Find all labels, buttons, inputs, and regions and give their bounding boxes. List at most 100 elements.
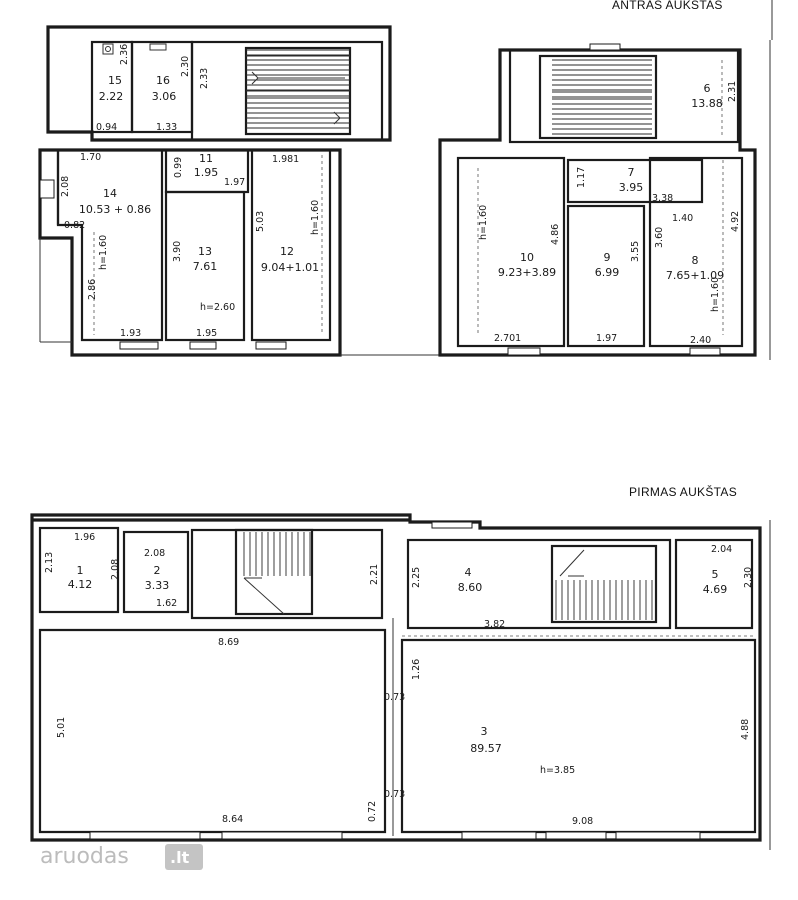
dimension-label: 4.92 [730, 211, 741, 232]
dimension-label: 4.86 [550, 224, 561, 245]
dimension-label: h=1.60 [478, 205, 489, 240]
room-number: 4 [465, 566, 472, 579]
dimension-label: 3.55 [630, 241, 641, 262]
toilet-bowl-icon [105, 46, 111, 52]
room-area: 3.33 [145, 579, 170, 592]
room-area: 6.99 [595, 266, 620, 279]
upper-floor-title: ANTRAS AUKŠTAS [612, 0, 723, 12]
dimension-label: 2.13 [44, 552, 55, 573]
room-14-walls [56, 150, 164, 342]
dimension-label: h=1.60 [98, 235, 109, 270]
dimension-label: 1.97 [596, 333, 617, 344]
window-icon [507, 347, 541, 356]
dimension-label: 2.25 [411, 567, 422, 588]
room-number: 6 [704, 82, 711, 95]
dimension-label: 1.70 [80, 152, 101, 163]
room-area: 3.95 [619, 181, 644, 194]
upper-dimensions: 2.36 2.30 2.33 0.94 1.33 2.31 1.70 0.99 … [60, 44, 741, 346]
room-number: 14 [103, 187, 117, 200]
upper-left-block [38, 25, 440, 357]
window-icon [589, 43, 621, 51]
lower-dimensions: 1.96 2.13 2.08 2.08 1.62 2.21 2.25 2.04 … [44, 532, 754, 827]
lower-room-labels: 1 4.12 2 3.33 4 8.60 5 4.69 3 89.57 [68, 564, 728, 755]
window-icon [615, 831, 701, 840]
stair-arrow-icon [243, 577, 285, 615]
watermark-suffix: .lt [170, 848, 190, 867]
dimension-label: 0.94 [96, 122, 117, 133]
dimension-label: 2.30 [743, 567, 754, 588]
lower-stair-right-treads [555, 580, 653, 620]
lower-stair-left-walls [190, 528, 384, 620]
watermark-brand: aruodas [40, 844, 129, 869]
upper-stair-left [246, 55, 350, 97]
room-number: 11 [199, 152, 213, 165]
room-area: 8.60 [458, 581, 483, 594]
upper-room-labels: 15 2.22 16 3.06 6 13.88 14 10.53 + 0.86 … [79, 74, 724, 282]
lower-floor-outline [30, 513, 762, 842]
stair-arrow-icon [258, 111, 342, 125]
room-number: 3 [481, 725, 488, 738]
room-number: 1 [77, 564, 84, 577]
dimension-label: 3.38 [652, 193, 673, 204]
dimension-label: 2.30 [180, 56, 191, 77]
room-10-walls [456, 156, 566, 348]
dimension-label: 2.31 [727, 81, 738, 102]
window-icon [431, 521, 473, 529]
room-3-walls [400, 638, 757, 834]
dimension-label: 2.36 [119, 44, 130, 65]
room-2-walls [122, 530, 190, 614]
dimension-label: h=1.60 [710, 277, 721, 312]
dimension-label: 2.08 [110, 559, 121, 580]
room-number: 5 [712, 568, 719, 581]
watermark-logo: aruodas .lt [40, 844, 203, 870]
lower-floor-title: PIRMAS AUKŠTAS [629, 484, 737, 499]
dimension-label: 8.69 [218, 637, 239, 648]
dimension-label: 3.90 [172, 241, 183, 262]
room-area: 7.61 [193, 260, 218, 273]
room-area: 9.04+1.01 [261, 261, 319, 274]
upper-stair-right-walls [538, 54, 658, 140]
room-number: 8 [692, 254, 699, 267]
dimension-label: 1.62 [156, 598, 177, 609]
upper-right-outline [438, 48, 757, 357]
dimension-label: 4.88 [740, 719, 751, 740]
dimension-label: 3.82 [484, 619, 505, 630]
upper-stair-right-treads [552, 59, 652, 135]
upper-right-top-walls [508, 48, 740, 144]
dimension-label: h=1.60 [310, 200, 321, 235]
upper-stair-hall-walls [190, 40, 384, 142]
room-area: 89.57 [470, 742, 502, 755]
left-hall-walls [38, 628, 387, 834]
room-area: 9.23+3.89 [498, 266, 556, 279]
room-number: 7 [628, 166, 635, 179]
room-area: 3.06 [152, 90, 177, 103]
dimension-label: 1.95 [196, 328, 217, 339]
room-number: 13 [198, 245, 212, 258]
dimension-label: 5.03 [255, 211, 266, 232]
room-area: 10.53 + 0.86 [79, 203, 151, 216]
upper-left-main-outline [38, 148, 342, 357]
room-8-walls [648, 156, 744, 348]
room-4-walls [406, 538, 672, 630]
room-area: 7.65+1.09 [666, 269, 724, 282]
dimension-label: 2.04 [711, 544, 732, 555]
room-number: 10 [520, 251, 534, 264]
dimension-label: 1.33 [156, 122, 177, 133]
dimension-label: 2.08 [60, 176, 71, 197]
window-icon [221, 831, 343, 840]
dimension-label: 0.82 [64, 220, 85, 231]
upper-stair-left-treads [246, 49, 350, 129]
dimension-label: 1.96 [74, 532, 95, 543]
room-16-walls [130, 40, 194, 134]
room-area: 13.88 [691, 97, 723, 110]
dimension-label: 9.08 [572, 816, 593, 827]
dimension-label: 8.64 [222, 814, 243, 825]
dimension-label: 1.97 [224, 177, 245, 188]
lower-stair-right-walls [550, 544, 658, 624]
room-number: 9 [604, 251, 611, 264]
dimension-label: h=2.60 [200, 302, 235, 313]
watermark-badge [165, 844, 203, 870]
dimension-label: 1.26 [411, 659, 422, 680]
room-number: 15 [108, 74, 122, 87]
